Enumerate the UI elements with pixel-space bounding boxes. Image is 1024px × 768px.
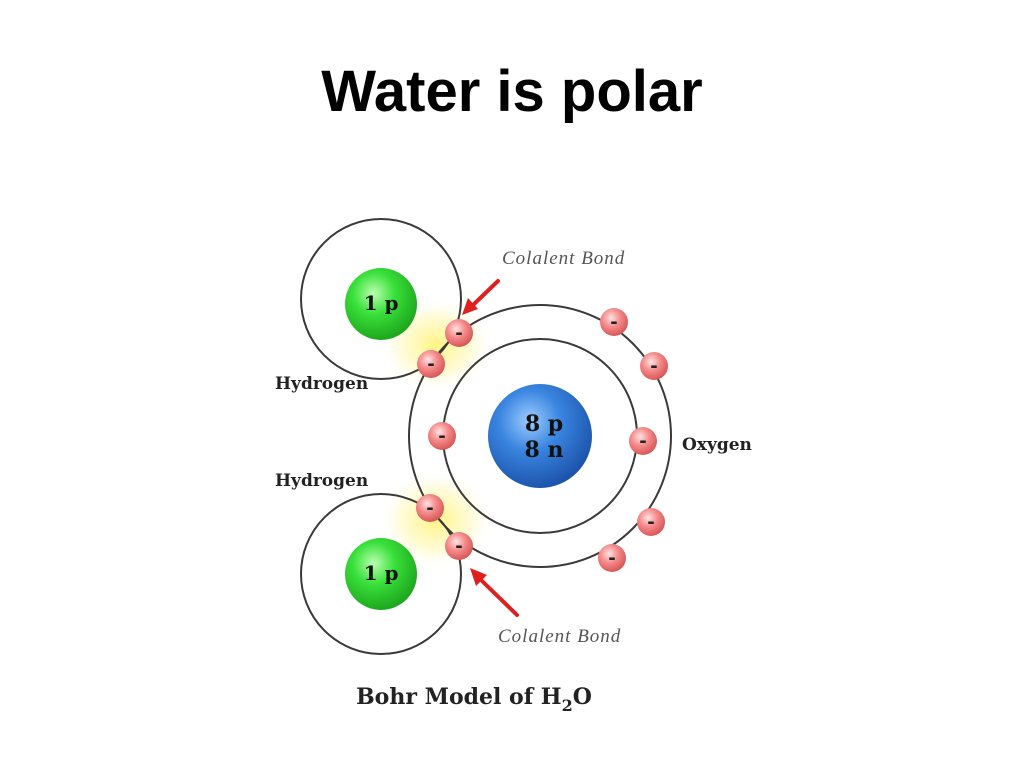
electron-charge-sign: - [455,323,462,344]
hydrogen-bottom-nucleus-label: 1 p [364,561,399,585]
electron [600,308,628,336]
bond-label-top: Colalent Bond [502,248,625,269]
electron-charge-sign: - [455,536,462,557]
electron-charge-sign: - [610,312,617,333]
electron [416,494,444,522]
electron [445,319,473,347]
hydrogen-top-label: Hydrogen [275,374,368,394]
caption-end: O [573,684,592,710]
electron [629,427,657,455]
hydrogen-top-nucleus [345,268,417,340]
hydrogen-top-orbit [300,218,462,380]
hydrogen-bottom-orbit [300,493,462,655]
caption-main: Bohr Model of H [356,684,562,710]
electron-charge-sign: - [427,354,434,375]
electron [640,352,668,380]
hydrogen-bottom-nucleus [345,538,417,610]
electron-charge-sign: - [438,426,445,447]
electrons-group: ---------- [416,308,668,572]
oxygen-nucleus-protons: 8 p [525,411,563,437]
hydrogen-bottom-label: Hydrogen [275,471,368,491]
electron-charge-sign: - [647,512,654,533]
electron [417,350,445,378]
electron [598,544,626,572]
diagram-caption: Bohr Model of H2O [356,684,592,715]
oxygen-nucleus-neutrons: 8 n [525,437,564,463]
bond-arrow-top [462,279,500,315]
electron-charge-sign: - [426,498,433,519]
bond-arrow-bottom [470,568,519,617]
electron-charge-sign: - [639,431,646,452]
electron [445,532,473,560]
electron [637,508,665,536]
electron-charge-sign: - [608,548,615,569]
electron [428,422,456,450]
bond-label-bottom: Colalent Bond [498,626,621,647]
electron-charge-sign: - [650,356,657,377]
oxygen-outer-shell [408,304,672,568]
oxygen-label: Oxygen [682,435,752,455]
hydrogen-top-nucleus-label: 1 p [364,291,399,315]
caption-subscript: 2 [562,696,573,715]
oxygen-nucleus [488,384,592,488]
slide-title: Water is polar [321,59,703,124]
